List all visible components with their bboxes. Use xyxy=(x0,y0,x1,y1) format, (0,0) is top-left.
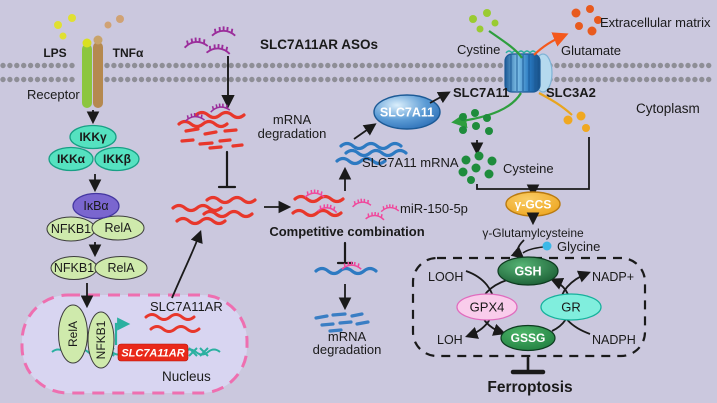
cysteine-label: Cysteine xyxy=(503,161,554,176)
nadp-label: NADP+ xyxy=(592,270,634,284)
membrane-targeting-arrow xyxy=(429,91,451,104)
receptor-label: Receptor xyxy=(27,87,80,102)
looh-label: LOOH xyxy=(428,270,463,284)
slc7a11ar-transcript-label: SLC7A11AR xyxy=(150,299,223,314)
cysteine-dots xyxy=(458,151,497,184)
gr-ellipse xyxy=(540,293,602,321)
aso-label: SLC7A11AR ASOs xyxy=(260,37,378,52)
ikba-nfkb-complex: IκBα NFKB1 RelA xyxy=(46,192,145,242)
tnfa-ligand xyxy=(104,15,124,29)
ikk-complex: IKKγ IKKα IKKβ xyxy=(48,124,140,172)
nfkb1-label: NFKB1 xyxy=(94,320,108,359)
mir-150-5p-label: miR-150-5p xyxy=(400,201,468,216)
ferroptosis-inhibition-tbar xyxy=(510,356,546,375)
ikba-label: IκBα xyxy=(83,199,108,213)
mrna-degradation-label-blue-2: degradation xyxy=(313,342,382,357)
ferroptosis-label: Ferroptosis xyxy=(487,379,572,396)
mrna-degradation-label-red-1: mRNA xyxy=(273,112,312,127)
barrel-stripes xyxy=(510,55,536,91)
nuclear-nfkb-dimer: RelA NFKB1 xyxy=(58,304,115,369)
cystine-label: Cystine xyxy=(457,42,500,57)
ggcs-label: γ-GCS xyxy=(515,198,552,212)
xct-transporter xyxy=(504,50,553,93)
gpx4-label: GPX4 xyxy=(470,300,505,315)
nfkb1-label: NFKB1 xyxy=(51,222,91,236)
glutamylcysteine-label: γ-Glutamylcysteine xyxy=(482,226,584,240)
lps-label: LPS xyxy=(43,46,66,60)
receptor-brown-subunit xyxy=(93,42,103,108)
receptor-bound-lps-dot xyxy=(82,38,92,48)
slc7a11ar-gene: SLC7A11AR xyxy=(117,343,189,362)
receptor xyxy=(82,35,103,108)
competitive-combination-label: Competitive combination xyxy=(269,224,424,239)
gssg-label: GSSG xyxy=(511,331,546,345)
ikk-beta-label: IKKβ xyxy=(103,152,131,166)
nuclear-export-arrow xyxy=(171,230,203,299)
blue-mrna-fragments xyxy=(314,312,370,333)
mrna-degradation-label-blue-1: mRNA xyxy=(328,329,367,344)
slc7a11-protein: SLC7A11 xyxy=(373,94,441,130)
translation-arrow xyxy=(353,123,377,140)
rela-label: RelA xyxy=(66,321,80,347)
rela-label: RelA xyxy=(107,261,135,275)
gssg-ellipse xyxy=(500,324,556,352)
cystine-dots xyxy=(469,9,499,33)
tnfa-label: TNFα xyxy=(113,46,144,60)
glycine-dot xyxy=(542,241,552,251)
slc7a11-mrna-label: SLC7A11 mRNA xyxy=(362,155,459,170)
slc7a11ar-degradation-cluster xyxy=(177,101,246,150)
nadph-label: NADPH xyxy=(592,333,636,347)
rela-label: RelA xyxy=(104,221,132,235)
glycine-join-curve xyxy=(522,246,544,254)
mir-inhibition-tbar xyxy=(336,241,354,265)
gsh-label: GSH xyxy=(514,265,541,279)
plasma-membrane xyxy=(0,62,717,83)
ikk-gamma-label: IKKγ xyxy=(79,130,107,144)
nucleus-label: Nucleus xyxy=(162,369,211,384)
intracellular-glutamate-dots xyxy=(563,111,590,132)
mrna-degradation-label-red-2: degradation xyxy=(258,126,327,141)
gpx4-ellipse xyxy=(456,293,518,321)
gene-box-label: SLC7A11AR xyxy=(121,348,184,360)
glutamate-export-arrow xyxy=(533,32,569,56)
glutamate-label: Glutamate xyxy=(561,43,621,58)
gr-label: GR xyxy=(561,300,581,315)
cystine-import-curve xyxy=(488,30,523,59)
extracellular-glutamate-dots xyxy=(571,5,602,36)
cystine-reduced-dots xyxy=(459,109,493,135)
degradation-inhibition-tbar xyxy=(217,150,237,189)
ikk-alpha-label: IKKα xyxy=(57,152,86,166)
lps-ligand xyxy=(54,14,76,40)
gsh-cycle-box: LOOH LOH NADP+ NADPH GSH GSSG GPX4 GR xyxy=(411,256,647,358)
extracellular-matrix-label: Extracellular matrix xyxy=(600,15,711,30)
transcription-start-arrow xyxy=(114,317,131,345)
receptor-green-subunit xyxy=(82,44,92,108)
slc3a2-membrane-label: SLC3A2 xyxy=(546,85,596,100)
free-nfkb-dimer: NFKB1 RelA xyxy=(50,256,148,280)
loh-label: LOH xyxy=(437,333,463,347)
nfkb1-label: NFKB1 xyxy=(54,261,94,275)
cytoplasm-label: Cytoplasm xyxy=(636,101,700,116)
glutamate-export-curve xyxy=(538,92,573,116)
slc7a11-membrane-label: SLC7A11 xyxy=(453,85,509,100)
glycine-label: Glycine xyxy=(557,239,600,254)
ggcs-enzyme: γ-GCS xyxy=(505,191,561,217)
barrel-top-loops xyxy=(505,50,537,55)
slc7a11-protein-label: SLC7A11 xyxy=(380,106,434,120)
gsh-synthesis-arrow xyxy=(510,239,525,260)
receptor-bound-tnfa-dot xyxy=(93,35,103,45)
gsh-ellipse xyxy=(497,256,559,286)
